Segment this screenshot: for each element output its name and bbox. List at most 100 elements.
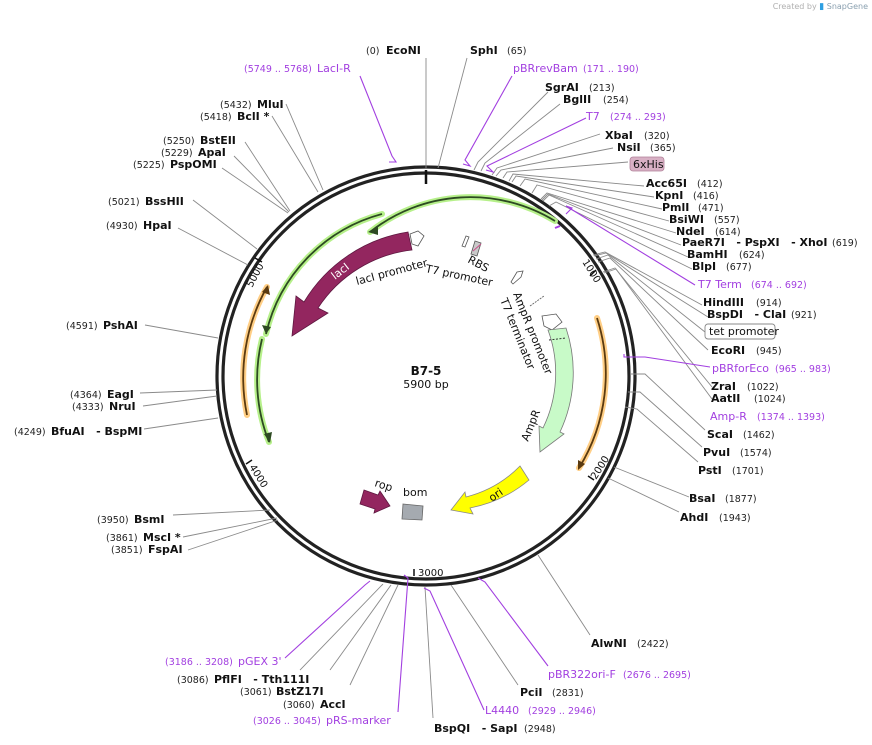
primer-laci-r[interactable]: (5749 .. 5768)LacI-R bbox=[244, 62, 351, 75]
enzyme-scai[interactable]: ScaI(1462) bbox=[707, 428, 775, 441]
enzyme-bsmi[interactable]: (3950)BsmI bbox=[97, 513, 165, 526]
svg-text:(3186 .. 3208): (3186 .. 3208) bbox=[165, 657, 233, 668]
svg-text:(2676 .. 2695): (2676 .. 2695) bbox=[623, 670, 691, 681]
primer-pbr322ori-f[interactable]: pBR322ori-F(2676 .. 2695) bbox=[548, 668, 691, 681]
enzyme-bstz17i[interactable]: (3061)BstZ17I bbox=[240, 685, 324, 698]
primer-amp-r[interactable]: Amp-R(1374 .. 1393) bbox=[710, 410, 825, 423]
feature-6xhis[interactable]: 6xHis bbox=[629, 156, 665, 172]
enzyme-bglii[interactable]: BglII(254) bbox=[563, 93, 629, 106]
svg-text:MluI: MluI bbox=[257, 98, 284, 111]
enzyme-apai[interactable]: (5229)ApaI bbox=[161, 146, 226, 159]
svg-text:MscI *: MscI * bbox=[143, 531, 181, 544]
enzyme-acc65i[interactable]: Acc65I(412) bbox=[646, 177, 723, 190]
svg-text:HpaI: HpaI bbox=[143, 219, 172, 232]
feature-rop[interactable]: rop bbox=[359, 476, 394, 514]
credit-brand: SnapGene bbox=[826, 2, 868, 11]
feature-tet-promoter[interactable]: tet promoter bbox=[704, 323, 779, 340]
enzyme-pvui[interactable]: PvuI(1574) bbox=[703, 446, 772, 459]
enzyme-sphi[interactable]: SphI(65) bbox=[470, 44, 527, 57]
primer-t7[interactable]: T7(274 .. 293) bbox=[585, 110, 666, 123]
svg-text:(5432): (5432) bbox=[220, 100, 252, 111]
enzyme-eagi[interactable]: (4364)EagI bbox=[70, 388, 134, 401]
svg-text:(365): (365) bbox=[650, 143, 676, 154]
svg-text:PaeR7I - PspXI - XhoI: PaeR7I - PspXI - XhoI bbox=[682, 236, 827, 249]
primer-t7-term[interactable]: T7 Term(674 .. 692) bbox=[697, 278, 807, 291]
svg-text:BspQI - SapI: BspQI - SapI bbox=[434, 722, 517, 735]
primer-prs-marker[interactable]: (3026 .. 3045)pRS-marker bbox=[253, 714, 391, 727]
svg-text:BclI *: BclI * bbox=[237, 110, 270, 123]
enzyme-sgrai[interactable]: SgrAI (213) bbox=[545, 81, 615, 94]
svg-text:pBRforEco: pBRforEco bbox=[712, 362, 769, 375]
enzyme-ahdi[interactable]: AhdI(1943) bbox=[680, 511, 751, 524]
svg-text:(5229): (5229) bbox=[161, 148, 193, 159]
svg-text:PspOMI: PspOMI bbox=[170, 158, 217, 171]
enzyme-bsiwi[interactable]: BsiWI(557) bbox=[669, 213, 740, 226]
feature-rbs[interactable]: RBS bbox=[466, 240, 492, 275]
enzyme-blpi[interactable]: BlpI(677) bbox=[692, 260, 752, 273]
enzyme-leaders bbox=[139, 57, 713, 719]
feature-bom-label: bom bbox=[403, 486, 427, 499]
svg-text:(3851): (3851) bbox=[111, 545, 143, 556]
primer-leaders bbox=[284, 75, 711, 713]
snapgene-logo-icon: ▮ bbox=[819, 2, 825, 12]
svg-text:BfuAI - BspMI: BfuAI - BspMI bbox=[51, 425, 142, 438]
enzyme-msci[interactable]: (3861) MscI * bbox=[106, 531, 181, 544]
enzyme-nsii[interactable]: NsiI (365) bbox=[617, 141, 676, 154]
enzyme-pshai[interactable]: (4591)PshAI bbox=[66, 319, 138, 332]
enzyme-hpai[interactable]: (4930)HpaI bbox=[106, 219, 172, 232]
primer-pbrforeco[interactable]: pBRforEco(965 .. 983) bbox=[712, 362, 831, 375]
svg-text:(677): (677) bbox=[726, 262, 752, 273]
svg-text:(5021): (5021) bbox=[108, 197, 140, 208]
feature-bom[interactable]: bom bbox=[401, 486, 427, 521]
enzyme-econi[interactable]: (0)EcoNI bbox=[366, 44, 421, 57]
svg-text:(416): (416) bbox=[693, 191, 719, 202]
svg-text:L4440: L4440 bbox=[485, 704, 519, 717]
enzyme-mlui[interactable]: (5432) MluI bbox=[220, 98, 284, 111]
enzyme-zrai[interactable]: ZraI(1022) bbox=[711, 380, 779, 393]
enzyme-bcli[interactable]: (5418)BclI * bbox=[200, 110, 270, 123]
svg-text:(3861): (3861) bbox=[106, 533, 138, 544]
svg-text:(1024): (1024) bbox=[754, 394, 786, 405]
svg-text:(921): (921) bbox=[791, 310, 817, 321]
feature-laci[interactable]: lacI bbox=[291, 231, 413, 337]
enzyme-hindiii[interactable]: HindIII(914) bbox=[703, 296, 782, 309]
enzyme-pmli[interactable]: PmlI(471) bbox=[662, 201, 724, 214]
enzyme-bsshii[interactable]: (5021)BssHII bbox=[108, 195, 184, 208]
svg-text:(5225): (5225) bbox=[133, 160, 165, 171]
svg-text:BamHI: BamHI bbox=[687, 248, 728, 261]
enzyme-bfuai-bspmi[interactable]: (4249)BfuAI - BspMI bbox=[14, 425, 142, 438]
credit-prefix: Created by bbox=[772, 2, 817, 11]
primer-pbrrevbam[interactable]: pBRrevBam(171 .. 190) bbox=[513, 62, 639, 75]
primer-l4440[interactable]: L4440(2929 .. 2946) bbox=[485, 704, 596, 717]
orf-arcs bbox=[240, 194, 609, 471]
svg-text:NsiI: NsiI bbox=[617, 141, 641, 154]
primer-pgex-3[interactable]: (3186 .. 3208)pGEX 3' bbox=[165, 655, 282, 668]
enzyme-paer7i-pspxi-xhoi[interactable]: PaeR7I - PspXI - XhoI(619) bbox=[682, 236, 858, 249]
enzyme-fspai[interactable]: (3851)FspAI bbox=[111, 543, 183, 556]
svg-text:(1462): (1462) bbox=[743, 430, 775, 441]
enzyme-bamhi[interactable]: BamHI(624) bbox=[687, 248, 765, 261]
enzyme-ndei[interactable]: NdeI(614) bbox=[676, 225, 741, 238]
enzyme-acci[interactable]: (3060)AccI bbox=[283, 698, 346, 711]
svg-text:(3026 .. 3045): (3026 .. 3045) bbox=[253, 716, 321, 727]
svg-text:(171 .. 190): (171 .. 190) bbox=[583, 64, 639, 75]
svg-text:(213): (213) bbox=[589, 83, 615, 94]
enzyme-alwni[interactable]: AlwNI(2422) bbox=[591, 637, 669, 650]
enzyme-pspomi[interactable]: (5225) PspOMI bbox=[133, 158, 217, 171]
svg-text:SgrAI: SgrAI bbox=[545, 81, 579, 94]
enzyme-bsteii[interactable]: (5250)BstEII bbox=[163, 134, 236, 147]
enzyme-bspdi-clai[interactable]: BspDI - ClaI(921) bbox=[707, 308, 817, 321]
enzyme-kpni[interactable]: KpnI(416) bbox=[655, 189, 719, 202]
enzyme-pcii[interactable]: PciI(2831) bbox=[520, 686, 584, 699]
svg-text:AhdI: AhdI bbox=[680, 511, 708, 524]
feature-ori[interactable]: ori bbox=[450, 465, 530, 515]
enzyme-xbai[interactable]: XbaI(320) bbox=[605, 129, 670, 142]
enzyme-aatii[interactable]: AatII(1024) bbox=[711, 392, 786, 405]
enzyme-ecori[interactable]: EcoRI(945) bbox=[711, 344, 782, 357]
enzyme-bspqi-sapi[interactable]: BspQI - SapI(2948) bbox=[434, 722, 556, 735]
enzyme-bsai[interactable]: BsaI(1877) bbox=[689, 492, 757, 505]
enzyme-pflfi-tth111i[interactable]: (3086)PflFI - Tth111I bbox=[177, 673, 309, 686]
enzyme-psti[interactable]: PstI(1701) bbox=[698, 464, 764, 477]
svg-text:(557): (557) bbox=[714, 215, 740, 226]
enzyme-nrui[interactable]: (4333)NruI bbox=[72, 400, 136, 413]
